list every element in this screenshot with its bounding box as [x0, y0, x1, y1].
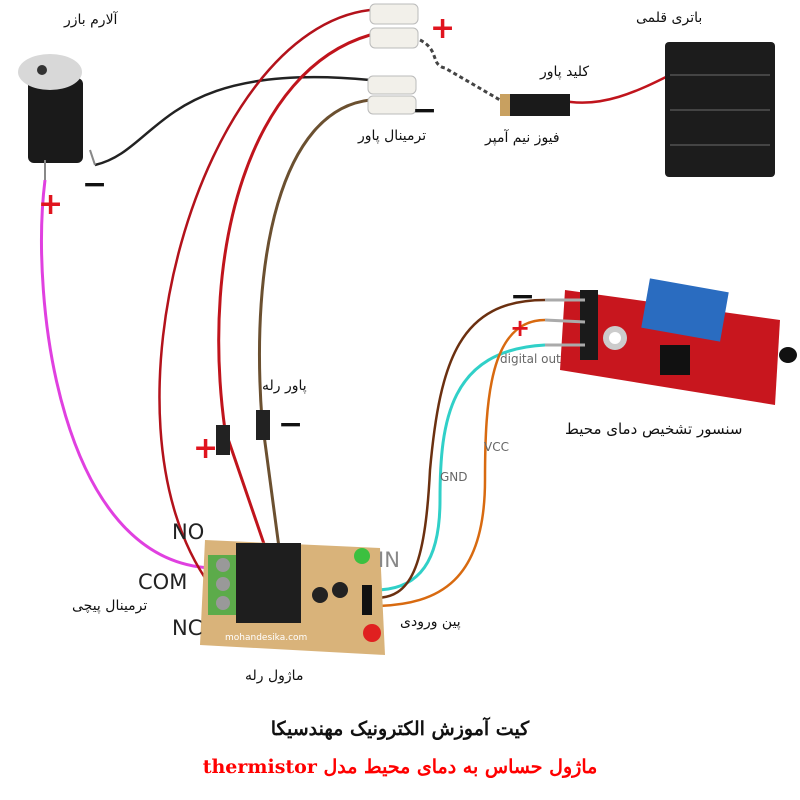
connector-black: [256, 410, 270, 440]
buzzer: [18, 54, 96, 180]
buzzer-label: آلارم بازر: [64, 12, 118, 28]
subtitle: ماژول حساس به دمای محیط مدل thermistor: [202, 756, 598, 778]
wire-red-relay: [217, 33, 371, 621]
battery-label: باتری قلمی: [636, 10, 703, 26]
sensor-plus-sign: +: [510, 314, 531, 342]
connector-red: [216, 425, 230, 455]
wire-orange-vcc: [374, 318, 546, 608]
terminal-plus-sign: +: [430, 11, 456, 46]
buzzer-plus-sign: +: [38, 187, 64, 222]
power-switch-label: کلید پاور: [540, 64, 590, 80]
sensor-board: [544, 278, 797, 405]
gnd-label: GND: [440, 470, 468, 484]
vcc-label: VCC: [484, 440, 509, 454]
wire-buzzer-minus: [94, 75, 371, 167]
no-label: NO: [172, 520, 205, 544]
relay-board: [200, 540, 385, 655]
main-title: کیت آموزش الکترونیک مهندسیکا: [270, 718, 530, 740]
power-terminal-label: ترمینال پاور: [358, 128, 427, 144]
wire-brown-gnd: [374, 298, 546, 600]
input-pin-label: پین ورودی: [400, 614, 461, 630]
wire-power-twist: [419, 38, 501, 102]
wire-cyan-digital: [374, 343, 546, 592]
battery-holder: [665, 42, 775, 177]
relay-minus-sign: −: [278, 407, 304, 442]
screw-terminal-label: ترمینال پیچی: [72, 598, 148, 614]
relay-module-label: ماژول رله: [245, 668, 304, 684]
wire-red-com: [158, 8, 371, 586]
power-terminals: [367, 3, 419, 115]
buzzer-minus-sign: −: [82, 167, 108, 202]
sensor-label: سنسور تشخیص دمای محیط: [565, 420, 743, 438]
wire-black-relay: [257, 98, 371, 631]
relay-power-label: پاور رله: [262, 378, 307, 394]
board-url: mohandesika.com: [225, 633, 308, 643]
nc-label: NC: [172, 616, 203, 640]
power-switch: [500, 94, 570, 116]
wire-battery: [559, 73, 671, 104]
digital-out-label: digital out: [500, 352, 561, 366]
wire-buzzer-plus: [40, 179, 211, 570]
terminal-minus-sign: −: [412, 93, 438, 128]
fuse-label: فیوز نیم آمپر: [485, 130, 560, 146]
com-label: COM: [138, 570, 188, 594]
sensor-minus-sign: −: [510, 279, 536, 314]
relay-plus-sign: +: [193, 431, 219, 466]
in-label: IN: [378, 548, 400, 572]
